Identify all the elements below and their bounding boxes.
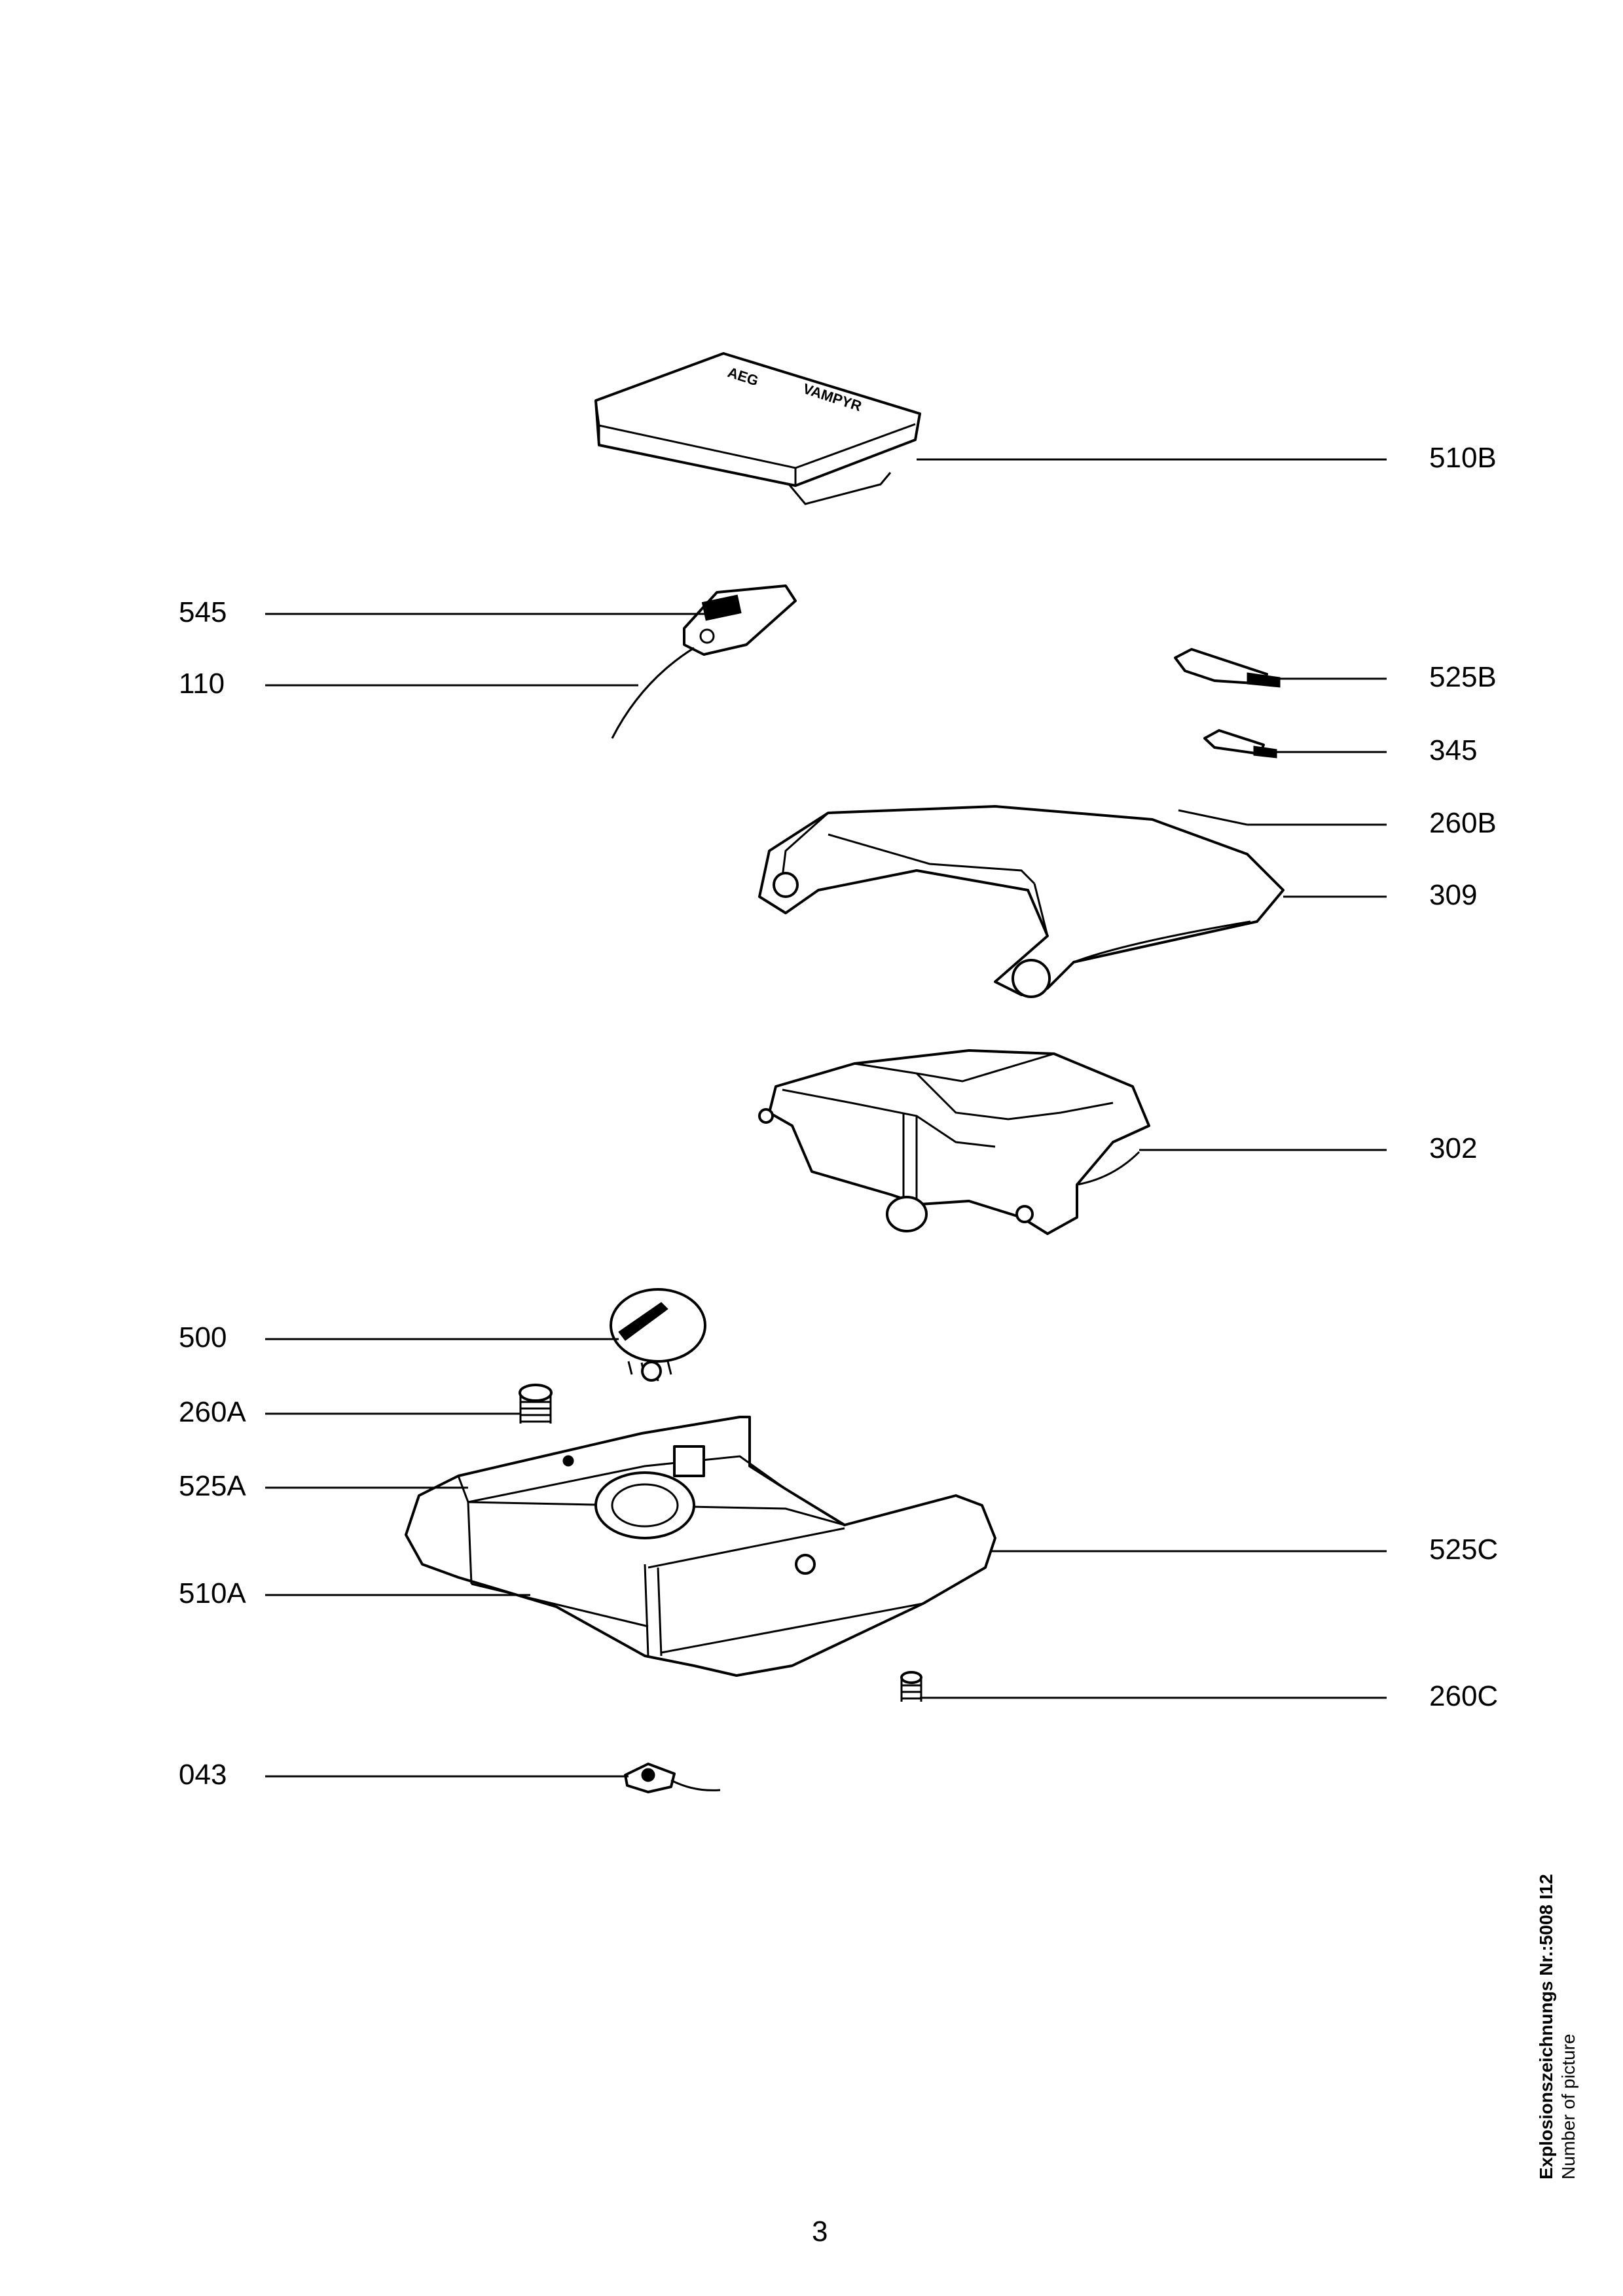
callout-110: 110 (179, 668, 225, 700)
callout-309: 309 (1429, 879, 1478, 911)
callout-545: 545 (179, 596, 227, 628)
callout-260C: 260C (1429, 1680, 1499, 1712)
drawing-number-caption: Number of picture (1558, 2034, 1578, 2179)
callout-500: 500 (179, 1321, 227, 1354)
callout-525B: 525B (1429, 661, 1497, 693)
part-302-housing (758, 1049, 1150, 1235)
part-500-knob (610, 1288, 706, 1382)
callout-510A: 510A (179, 1577, 246, 1609)
part-110-cable (611, 647, 695, 739)
callout-345: 345 (1429, 734, 1478, 766)
callout-525A: 525A (179, 1470, 246, 1502)
part-525B-clip (1174, 648, 1281, 688)
callout-302: 302 (1429, 1132, 1478, 1164)
part-260B-pin (1178, 809, 1248, 826)
callout-525C: 525C (1429, 1534, 1499, 1566)
picture-number-note: Explosionszeichnungs Nr.:5008 I12 Number… (1535, 1721, 1614, 2179)
part-510B-top-cover: AEG VAMPYR (594, 352, 921, 505)
callout-260A: 260A (179, 1396, 246, 1428)
part-043-wheel (624, 1763, 721, 1793)
callout-260B: 260B (1429, 807, 1497, 839)
part-309-lid (758, 805, 1285, 998)
part-510A-base (405, 1416, 996, 1677)
page-number: 3 (812, 2215, 828, 2248)
callout-043: 043 (179, 1759, 227, 1791)
leader-lines (265, 458, 1387, 1778)
part-345-spring (1203, 729, 1277, 759)
callout-510B: 510B (1429, 442, 1497, 474)
drawing-number: Explosionszeichnungs Nr.:5008 I12 (1536, 1874, 1556, 2179)
part-545-connector (683, 584, 797, 656)
part-260C-spring (900, 1671, 922, 1702)
part-260A-spring (519, 1384, 553, 1424)
